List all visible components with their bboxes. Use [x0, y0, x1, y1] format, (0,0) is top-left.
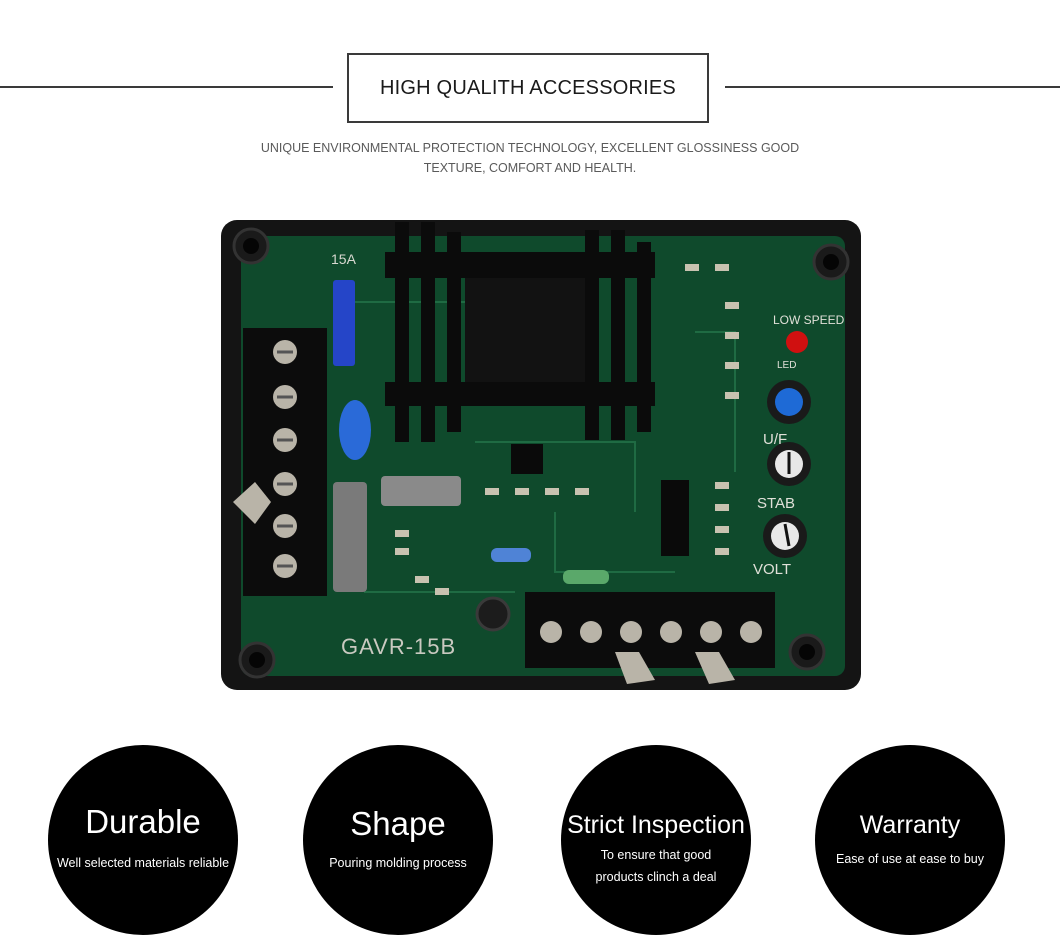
product-image: 15A LOW SPEED LED U/F STAB VOLT GAVR-15B: [215, 212, 867, 696]
header-rule-left: [0, 86, 333, 88]
subtitle-line-1: UNIQUE ENVIRONMENTAL PROTECTION TECHNOLO…: [260, 141, 800, 155]
led-label: LED: [777, 360, 796, 371]
knob-label-stab: STAB: [757, 495, 795, 512]
fuse: [333, 280, 355, 366]
feature-title: Strict Inspection: [567, 811, 745, 839]
resistor-blue: [491, 548, 531, 562]
left-terminal-block: [233, 328, 327, 596]
regulator-chip: [511, 444, 543, 474]
feature-description: Well selected materials reliable: [56, 856, 230, 870]
feature-durable: Durable Well selected materials reliable: [48, 745, 238, 935]
ic-chip: [661, 480, 689, 556]
feature-description: Ease of use at ease to buy: [835, 852, 985, 866]
corner-screws: [232, 227, 850, 679]
section-title: HIGH QUALITH ACCESSORIES: [347, 53, 709, 123]
blue-capacitor: [339, 400, 371, 460]
model-label: GAVR-15B: [341, 634, 456, 659]
knob-label-volt: VOLT: [753, 561, 791, 578]
led-indicator: [786, 331, 808, 353]
indicator-label: LOW SPEED: [773, 313, 845, 327]
feature-title: Durable: [85, 803, 201, 840]
header-rule-right: [725, 86, 1060, 88]
feature-description: To ensure that good products clinch a de…: [561, 844, 751, 888]
feature-title: Shape: [350, 805, 446, 842]
feature-description-line-1: To ensure that good: [600, 848, 712, 862]
grey-capacitor: [333, 482, 367, 592]
smd-components: [395, 264, 739, 595]
section-title-text: HIGH QUALITH ACCESSORIES: [380, 76, 676, 99]
feature-title: Warranty: [859, 811, 961, 839]
feature-description: Pouring molding process: [329, 856, 467, 870]
fuse-label: 15A: [331, 251, 357, 267]
bottom-terminal-block: [525, 592, 775, 684]
feature-shape: Shape Pouring molding process: [303, 745, 493, 935]
section-subtitle: UNIQUE ENVIRONMENTAL PROTECTION TECHNOLO…: [200, 138, 860, 178]
knob-label-uf: U/F: [763, 431, 787, 448]
feature-strict-inspection: Strict Inspection To ensure that good pr…: [561, 745, 751, 935]
voltage-regulator-board: 15A LOW SPEED LED U/F STAB VOLT GAVR-15B: [221, 220, 861, 690]
feature-description-line-2: products clinch a deal: [595, 870, 717, 884]
electrolytic-capacitor: [475, 596, 511, 632]
resistor-green: [563, 570, 609, 584]
grey-capacitor-2: [381, 476, 461, 506]
heatsink: [385, 222, 655, 442]
subtitle-line-2: TEXTURE, COMFORT AND HEALTH.: [423, 161, 637, 175]
adjust-knobs: [763, 380, 811, 558]
feature-warranty: Warranty Ease of use at ease to buy: [815, 745, 1005, 935]
